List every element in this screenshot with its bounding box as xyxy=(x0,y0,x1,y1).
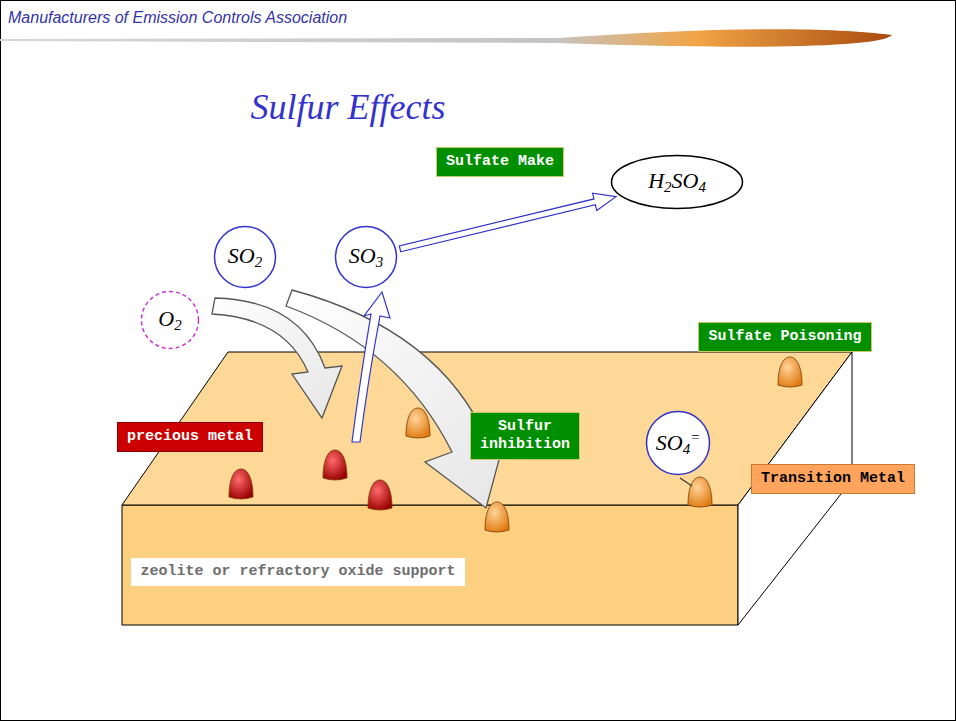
molecule-circle: O2 xyxy=(140,290,200,350)
node-text: SO3 xyxy=(349,244,383,270)
node-text: O2 xyxy=(158,307,181,333)
node-text: Sulfur inhibition xyxy=(480,418,570,454)
slide-title: Sulfur Effects xyxy=(251,86,446,128)
support-label: zeolite or refractory oxide support xyxy=(131,558,464,586)
adsorption-arrow xyxy=(286,290,506,508)
process-label: Sulfate Make xyxy=(436,147,564,177)
node-text: Sulfate Make xyxy=(446,153,554,171)
molecule-circle: SO3 xyxy=(334,225,398,289)
reaction-arrow xyxy=(399,193,616,252)
component-label: Transition Metal xyxy=(751,464,915,494)
node-text: precious metal xyxy=(127,428,253,446)
process-label: Sulfur inhibition xyxy=(470,412,580,460)
precious-metal-site xyxy=(229,469,253,499)
shape-outline xyxy=(647,412,710,475)
node-text: H2SO4 xyxy=(648,169,706,195)
shape-outline xyxy=(142,292,199,349)
product-ellipse: H2SO4 xyxy=(610,154,744,210)
process-label: Sulfate Poisoning xyxy=(698,322,871,352)
desorption-arrow xyxy=(352,292,390,442)
support-front-face xyxy=(122,505,738,625)
precious-metal-site xyxy=(323,450,347,480)
shape-outline xyxy=(215,227,276,288)
ion-circle: SO4= xyxy=(645,410,711,476)
molecule-circle: SO2 xyxy=(213,225,277,289)
header-text: Manufacturers of Emission Controls Assoc… xyxy=(8,9,347,27)
metal-site xyxy=(406,408,430,438)
sulfate-bond-line xyxy=(680,478,692,486)
shape-outline xyxy=(612,156,743,209)
node-text: Sulfate Poisoning xyxy=(708,328,861,346)
shape-outline xyxy=(336,227,397,288)
node-text: zeolite or refractory oxide support xyxy=(140,563,455,581)
transition-metal-site xyxy=(688,477,712,507)
node-text: SO2 xyxy=(228,244,262,270)
precious-metal-site xyxy=(368,480,392,510)
node-text: SO4= xyxy=(656,429,700,457)
header-swoosh xyxy=(0,29,892,47)
component-label: precious metal xyxy=(117,422,263,452)
transition-metal-site xyxy=(778,357,802,387)
transition-metal-site xyxy=(485,502,509,532)
node-text: Transition Metal xyxy=(761,470,905,488)
